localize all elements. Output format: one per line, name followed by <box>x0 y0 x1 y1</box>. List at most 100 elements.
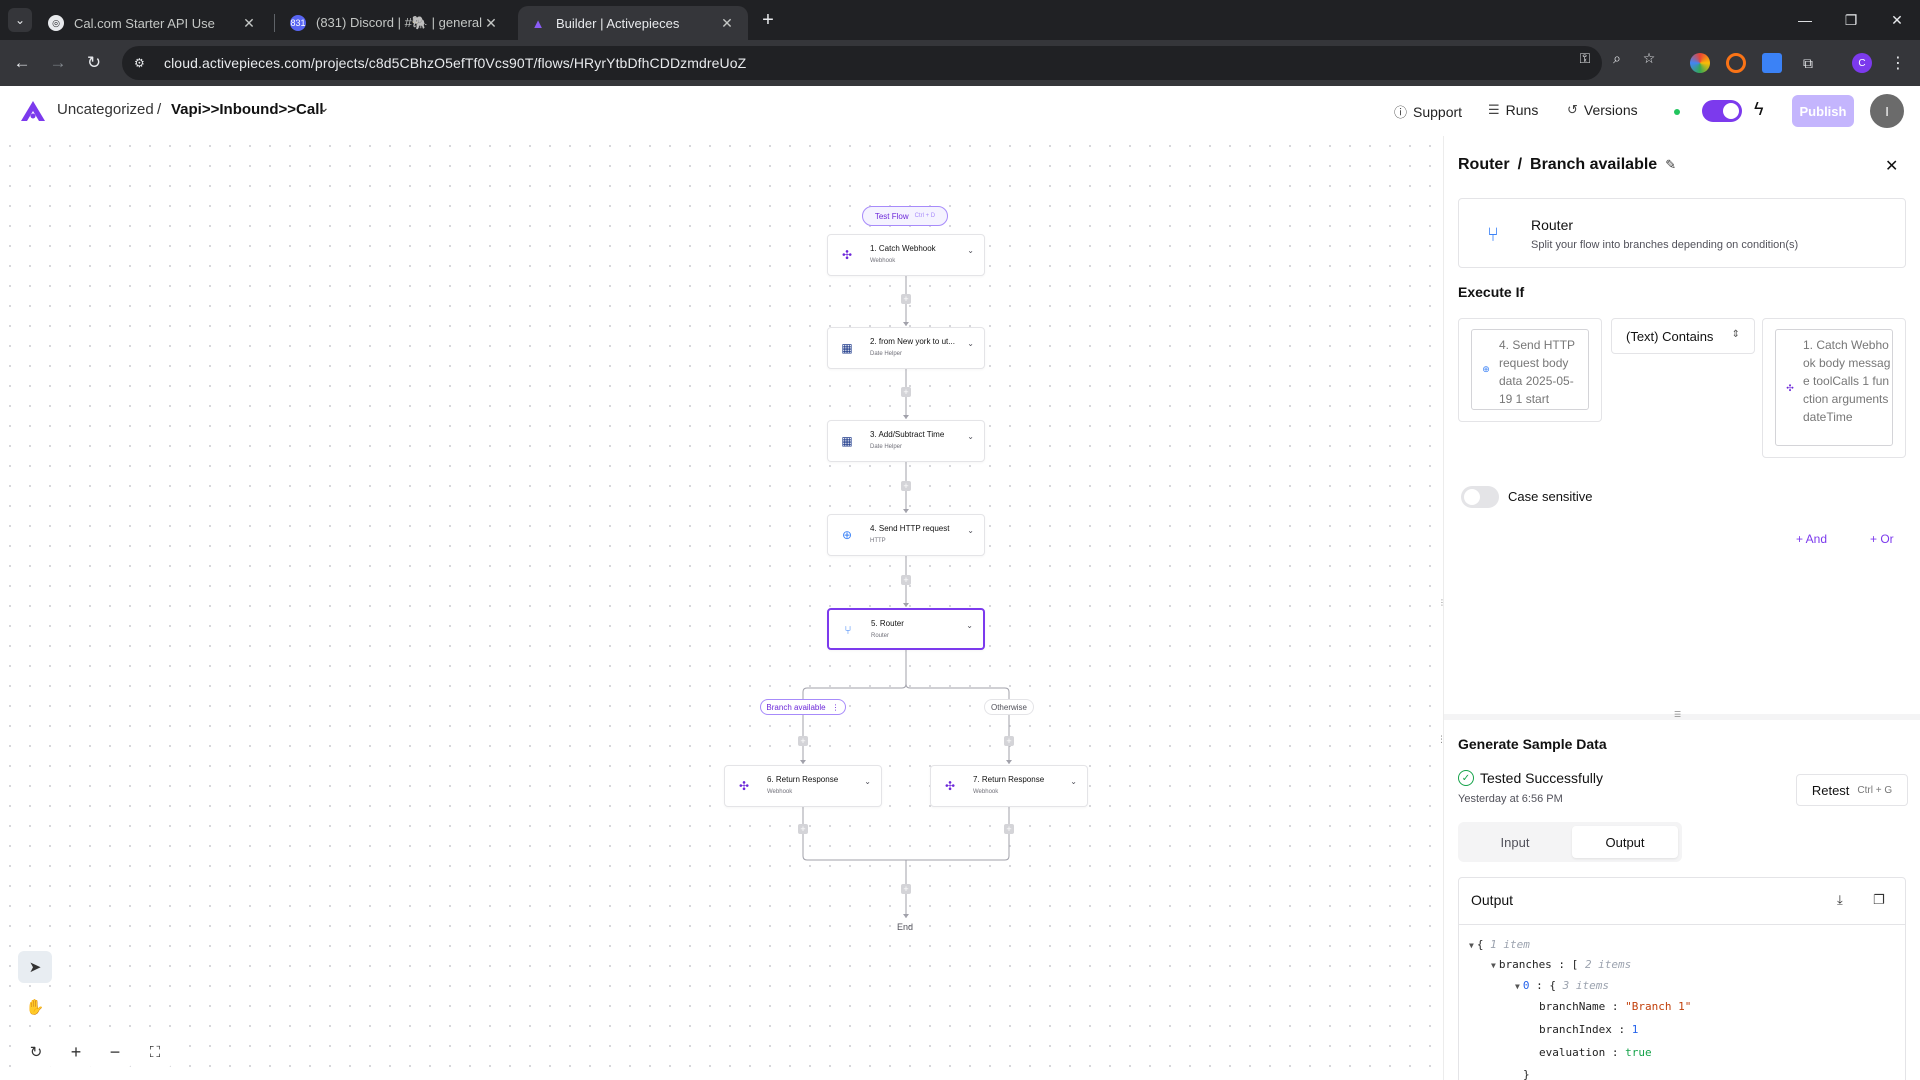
browser-menu-icon[interactable]: ⋮ <box>1890 55 1906 72</box>
add-step-button[interactable]: + <box>901 575 911 585</box>
json-item-0-line[interactable]: ▼0 : { 3 items <box>1515 979 1609 992</box>
step-return-response-6[interactable]: ✣ 6. Return Response Webhook ⌄ <box>724 765 882 807</box>
status-dot <box>1674 109 1680 115</box>
download-icon[interactable]: ⤓ <box>1837 892 1843 907</box>
tab-output[interactable]: Output <box>1572 826 1678 858</box>
fit-view-icon[interactable]: ⛶ <box>138 1036 172 1068</box>
chevron-down-icon[interactable]: ⌄ <box>967 339 974 348</box>
vertical-resize-grip[interactable]: ⋮ <box>1438 598 1446 607</box>
add-step-button[interactable]: + <box>901 387 911 397</box>
tab-input[interactable]: Input <box>1500 834 1530 850</box>
first-value-token[interactable]: ⊕ 4. Send HTTP request body data 2025-05… <box>1471 329 1589 410</box>
panel-resize-handle[interactable]: ⋮ <box>1437 734 1446 744</box>
more-vertical-icon[interactable]: ⋮ <box>831 702 840 712</box>
lightning-icon[interactable]: ϟ <box>1754 99 1764 119</box>
extensions-puzzle-icon[interactable]: ⧉ <box>1803 54 1813 71</box>
chevron-down-icon[interactable]: ⌄ <box>967 432 974 441</box>
add-step-button[interactable]: + <box>1004 824 1014 834</box>
close-tab-icon[interactable]: ✕ <box>485 14 497 31</box>
restore-icon[interactable]: ❐ <box>1844 11 1858 28</box>
first-value-input[interactable]: ⊕ 4. Send HTTP request body data 2025-05… <box>1458 318 1602 422</box>
test-flow-button[interactable]: Test Flow Ctrl + D <box>862 206 948 226</box>
tab-search-icon[interactable]: ⌄ <box>8 8 32 32</box>
zoom-in-icon[interactable]: + <box>59 1036 93 1068</box>
flow-enabled-toggle[interactable] <box>1702 100 1742 122</box>
browser-tab-discord[interactable]: 831 (831) Discord | #🐘 | general | ✕ <box>278 6 512 40</box>
step-return-response-7[interactable]: ✣ 7. Return Response Webhook ⌄ <box>930 765 1088 807</box>
pan-mode-hand-icon[interactable]: ✋ <box>18 991 52 1023</box>
browser-tab-bar: ⌄ ◎ Cal.com Starter API Use ✕ 831 (831) … <box>0 0 1920 40</box>
second-value-token[interactable]: ✣ 1. Catch Webhook body message toolCall… <box>1775 329 1893 446</box>
chevron-down-icon[interactable]: ⌄ <box>318 99 330 115</box>
add-step-button[interactable]: + <box>901 294 911 304</box>
step-add-subtract-time[interactable]: ▦ 3. Add/Subtract Time Date Helper ⌄ <box>827 420 985 462</box>
back-icon[interactable]: ← <box>13 53 31 72</box>
step-catch-webhook[interactable]: ✣ 1. Catch Webhook Webhook ⌄ <box>827 234 985 276</box>
json-root-line[interactable]: ▼{ 1 item <box>1469 938 1530 951</box>
reset-view-icon[interactable]: ↻ <box>19 1036 53 1068</box>
collapse-triangle-icon[interactable]: ▼ <box>1491 961 1496 970</box>
add-and-condition-button[interactable]: + And <box>1796 532 1828 546</box>
add-step-button[interactable]: + <box>901 481 911 491</box>
json-branches-line[interactable]: ▼branches : [ 2 items <box>1491 958 1632 971</box>
versions-button[interactable]: ↺ Versions <box>1567 102 1638 118</box>
zoom-icon[interactable]: ⌕ <box>1613 49 1621 66</box>
site-info-icon[interactable]: ⚙ <box>134 56 145 70</box>
profile-avatar[interactable]: C <box>1852 53 1872 73</box>
collapse-triangle-icon[interactable]: ▼ <box>1515 982 1520 991</box>
google-lens-extension-icon[interactable] <box>1690 53 1710 73</box>
runs-button[interactable]: ☰ Runs <box>1488 102 1539 118</box>
close-icon[interactable]: ✕ <box>1885 158 1899 175</box>
zoom-out-icon[interactable]: − <box>98 1036 132 1068</box>
pencil-icon[interactable]: ✎ <box>1665 157 1677 172</box>
operator-select[interactable]: (Text) Contains ⇕ <box>1611 318 1755 354</box>
user-avatar[interactable]: I <box>1870 94 1904 128</box>
input-output-tabs: Input Output <box>1458 822 1682 862</box>
forward-icon[interactable]: → <box>49 53 67 72</box>
add-step-button[interactable]: + <box>1004 736 1014 746</box>
branch-available-pill[interactable]: Branch available ⋮ <box>760 699 846 715</box>
reload-icon[interactable]: ↻ <box>86 53 102 72</box>
add-step-button[interactable]: + <box>901 884 911 894</box>
activepieces-logo-icon[interactable] <box>20 100 46 122</box>
second-value-input[interactable]: ✣ 1. Catch Webhook body message toolCall… <box>1762 318 1906 458</box>
breadcrumb-folder[interactable]: Uncategorized <box>57 101 154 118</box>
browser-tab-activepieces[interactable]: ▲ Builder | Activepieces ✕ <box>518 6 748 40</box>
step-router[interactable]: ⑂ 5. Router Router ⌄ <box>827 608 985 650</box>
add-step-button[interactable]: + <box>798 736 808 746</box>
chevron-down-icon[interactable]: ⌄ <box>967 246 974 255</box>
chevron-down-icon[interactable]: ⌄ <box>967 526 974 535</box>
horizontal-resize-grip[interactable]: ☰ <box>1674 710 1682 719</box>
password-key-icon[interactable]: ⚿ <box>1579 49 1591 66</box>
window-close-icon[interactable]: ✕ <box>1891 11 1903 28</box>
chevron-down-icon[interactable]: ⌄ <box>1070 777 1077 786</box>
retest-button[interactable]: Retest Ctrl + G <box>1796 774 1908 806</box>
flow-canvas[interactable]: Test Flow Ctrl + D ✣ 1. Catch Webhook We… <box>0 136 1446 1080</box>
flow-name[interactable]: Vapi>>Inbound>>Call <box>171 101 324 118</box>
new-tab-icon[interactable]: + <box>762 8 774 31</box>
address-bar[interactable]: ⚙ cloud.activepieces.com/projects/c8d5CB… <box>122 46 1602 80</box>
bookmark-star-icon[interactable]: ☆ <box>1642 49 1656 66</box>
tab-manager-extension-icon[interactable] <box>1762 53 1782 73</box>
support-button[interactable]: ⓘ Support <box>1394 103 1463 121</box>
step-send-http-request[interactable]: ⊕ 4. Send HTTP request HTTP ⌄ <box>827 514 985 556</box>
case-sensitive-toggle[interactable] <box>1461 486 1499 508</box>
step-date-helper-1[interactable]: ▦ 2. from New york to ut... Date Helper … <box>827 327 985 369</box>
close-tab-icon[interactable]: ✕ <box>721 14 733 31</box>
chevron-down-icon[interactable]: ⌄ <box>864 777 871 786</box>
panel-section-divider[interactable] <box>1444 714 1920 720</box>
collapse-triangle-icon[interactable]: ▼ <box>1469 941 1474 950</box>
copy-icon[interactable]: ❐ <box>1873 892 1885 907</box>
panel-title: Router / Branch available ✎ <box>1458 156 1677 173</box>
minimize-icon[interactable]: — <box>1798 12 1812 28</box>
branch-otherwise-pill[interactable]: Otherwise <box>984 699 1034 715</box>
close-tab-icon[interactable]: ✕ <box>243 14 255 31</box>
add-step-button[interactable]: + <box>798 824 808 834</box>
select-mode-cursor-icon[interactable]: ➤ <box>18 951 52 983</box>
chevron-down-icon[interactable]: ⌄ <box>966 621 973 630</box>
browser-tab-cal[interactable]: ◎ Cal.com Starter API Use ✕ <box>36 6 270 40</box>
publish-button[interactable]: Publish <box>1792 95 1854 127</box>
c-extension-icon[interactable] <box>1726 53 1746 73</box>
add-or-condition-button[interactable]: + Or <box>1870 532 1894 546</box>
step-settings-panel: Router / Branch available ✎ ✕ ⑂ Router S… <box>1438 136 1920 1080</box>
